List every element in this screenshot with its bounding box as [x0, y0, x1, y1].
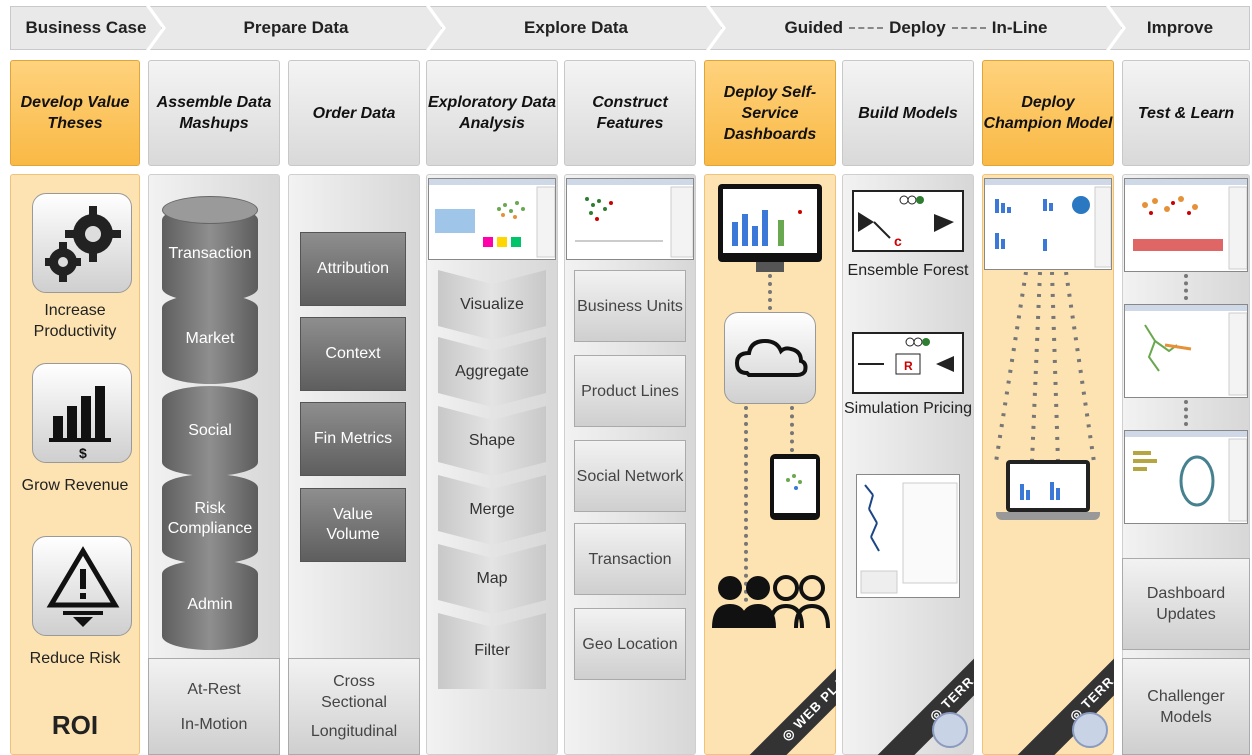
cylinder-risk-compliance: Risk Compliance	[162, 474, 258, 564]
phase-in-line: In-Line	[991, 18, 1048, 37]
bar-chart-dollar-icon: $	[32, 363, 132, 463]
feature-transaction: Transaction	[574, 523, 686, 595]
svg-text:R: R	[904, 359, 913, 373]
simulation-pricing-label: Simulation Pricing	[843, 400, 973, 417]
phase-explore-data: Explore Data	[430, 6, 722, 50]
svg-text:c: c	[894, 233, 902, 249]
warning-icon	[32, 536, 132, 636]
box-attribution: Attribution	[300, 232, 406, 306]
ensemble-forest-label: Ensemble Forest	[847, 262, 969, 279]
monitor-icon	[718, 184, 822, 262]
phase-prepare-data: Prepare Data	[150, 6, 442, 50]
column-title: Test & Learn	[1122, 60, 1250, 166]
column-test: Test & Learn Dashboard Updates Challenge…	[1122, 60, 1250, 755]
roi-label: ROI	[51, 710, 99, 740]
column-construct: Construct Features Business Units Produc…	[564, 60, 696, 755]
simulation-pricing-diagram: R	[852, 332, 964, 394]
cylinder-market: Market	[162, 294, 258, 384]
challenger-models-box: Challenger Models	[1122, 658, 1250, 755]
svg-text:$: $	[79, 445, 87, 461]
cloud-icon	[724, 312, 816, 404]
test-screenshot-1	[1124, 178, 1248, 272]
phase-business-case: Business Case	[10, 6, 162, 50]
column-title: Assemble Data Mashups	[148, 60, 280, 166]
column-build: Build Models c Ensemble Forest R Simulat…	[842, 60, 974, 755]
phase-guided: Guided	[784, 18, 844, 37]
deploy-links	[994, 272, 1096, 463]
laptop-icon	[1006, 460, 1090, 512]
column-title: Exploratory Data Analysis	[426, 60, 558, 166]
exploration-screenshot	[428, 178, 556, 260]
column-title: Develop Value Theses	[10, 60, 140, 166]
feature-business-units: Business Units	[574, 270, 686, 342]
column-title: Build Models	[842, 60, 974, 166]
tablet-icon	[770, 454, 820, 520]
column-develop: Develop Value Theses Increase Productivi…	[10, 60, 140, 755]
grow-revenue-label: Grow Revenue	[21, 477, 129, 494]
phase-deploy-label: Deploy	[889, 18, 946, 37]
column-champion: Deploy Champion Model ◎ TERR	[982, 60, 1114, 755]
test-screenshot-3	[1124, 430, 1248, 524]
r-logo-icon	[1072, 712, 1108, 748]
feature-product-lines: Product Lines	[574, 355, 686, 427]
column-assemble: Assemble Data Mashups Transaction Market…	[148, 60, 280, 755]
column-title: Construct Features	[564, 60, 696, 166]
tree-model-screenshot	[856, 474, 960, 598]
column-title: Deploy Self-Service Dashboards	[704, 60, 836, 166]
features-screenshot	[566, 178, 694, 260]
increase-productivity-label: Increase Productivity	[33, 302, 117, 340]
r-logo-icon	[932, 712, 968, 748]
box-value-volume: Value Volume	[300, 488, 406, 562]
feature-geo-location: Geo Location	[574, 608, 686, 680]
column-title: Order Data	[288, 60, 420, 166]
column-order: Order Data Attribution Context Fin Metri…	[288, 60, 420, 755]
users-icon	[710, 570, 830, 630]
column-explore: Exploratory Data Analysis Visualize Aggr…	[426, 60, 558, 755]
reduce-risk-label: Reduce Risk	[29, 650, 121, 667]
phase-improve: Improve	[1110, 6, 1250, 50]
column-dashboards: Deploy Self-Service Dashboards ◎ WEB PLA…	[704, 60, 836, 755]
dashboard-updates-box: Dashboard Updates	[1122, 558, 1250, 650]
column-title: Deploy Champion Model	[982, 60, 1114, 166]
test-screenshot-2	[1124, 304, 1248, 398]
feature-social-network: Social Network	[574, 440, 686, 512]
gears-icon	[32, 193, 132, 293]
box-context: Context	[300, 317, 406, 391]
cylinder-admin: Admin	[162, 560, 258, 650]
champion-screenshot	[984, 178, 1112, 270]
box-fin-metrics: Fin Metrics	[300, 402, 406, 476]
cylinder-social: Social	[162, 386, 258, 476]
phase-deploy: Guided Deploy In-Line	[710, 6, 1122, 50]
cylinder-top	[162, 196, 258, 224]
ensemble-forest-diagram: c	[852, 190, 964, 252]
